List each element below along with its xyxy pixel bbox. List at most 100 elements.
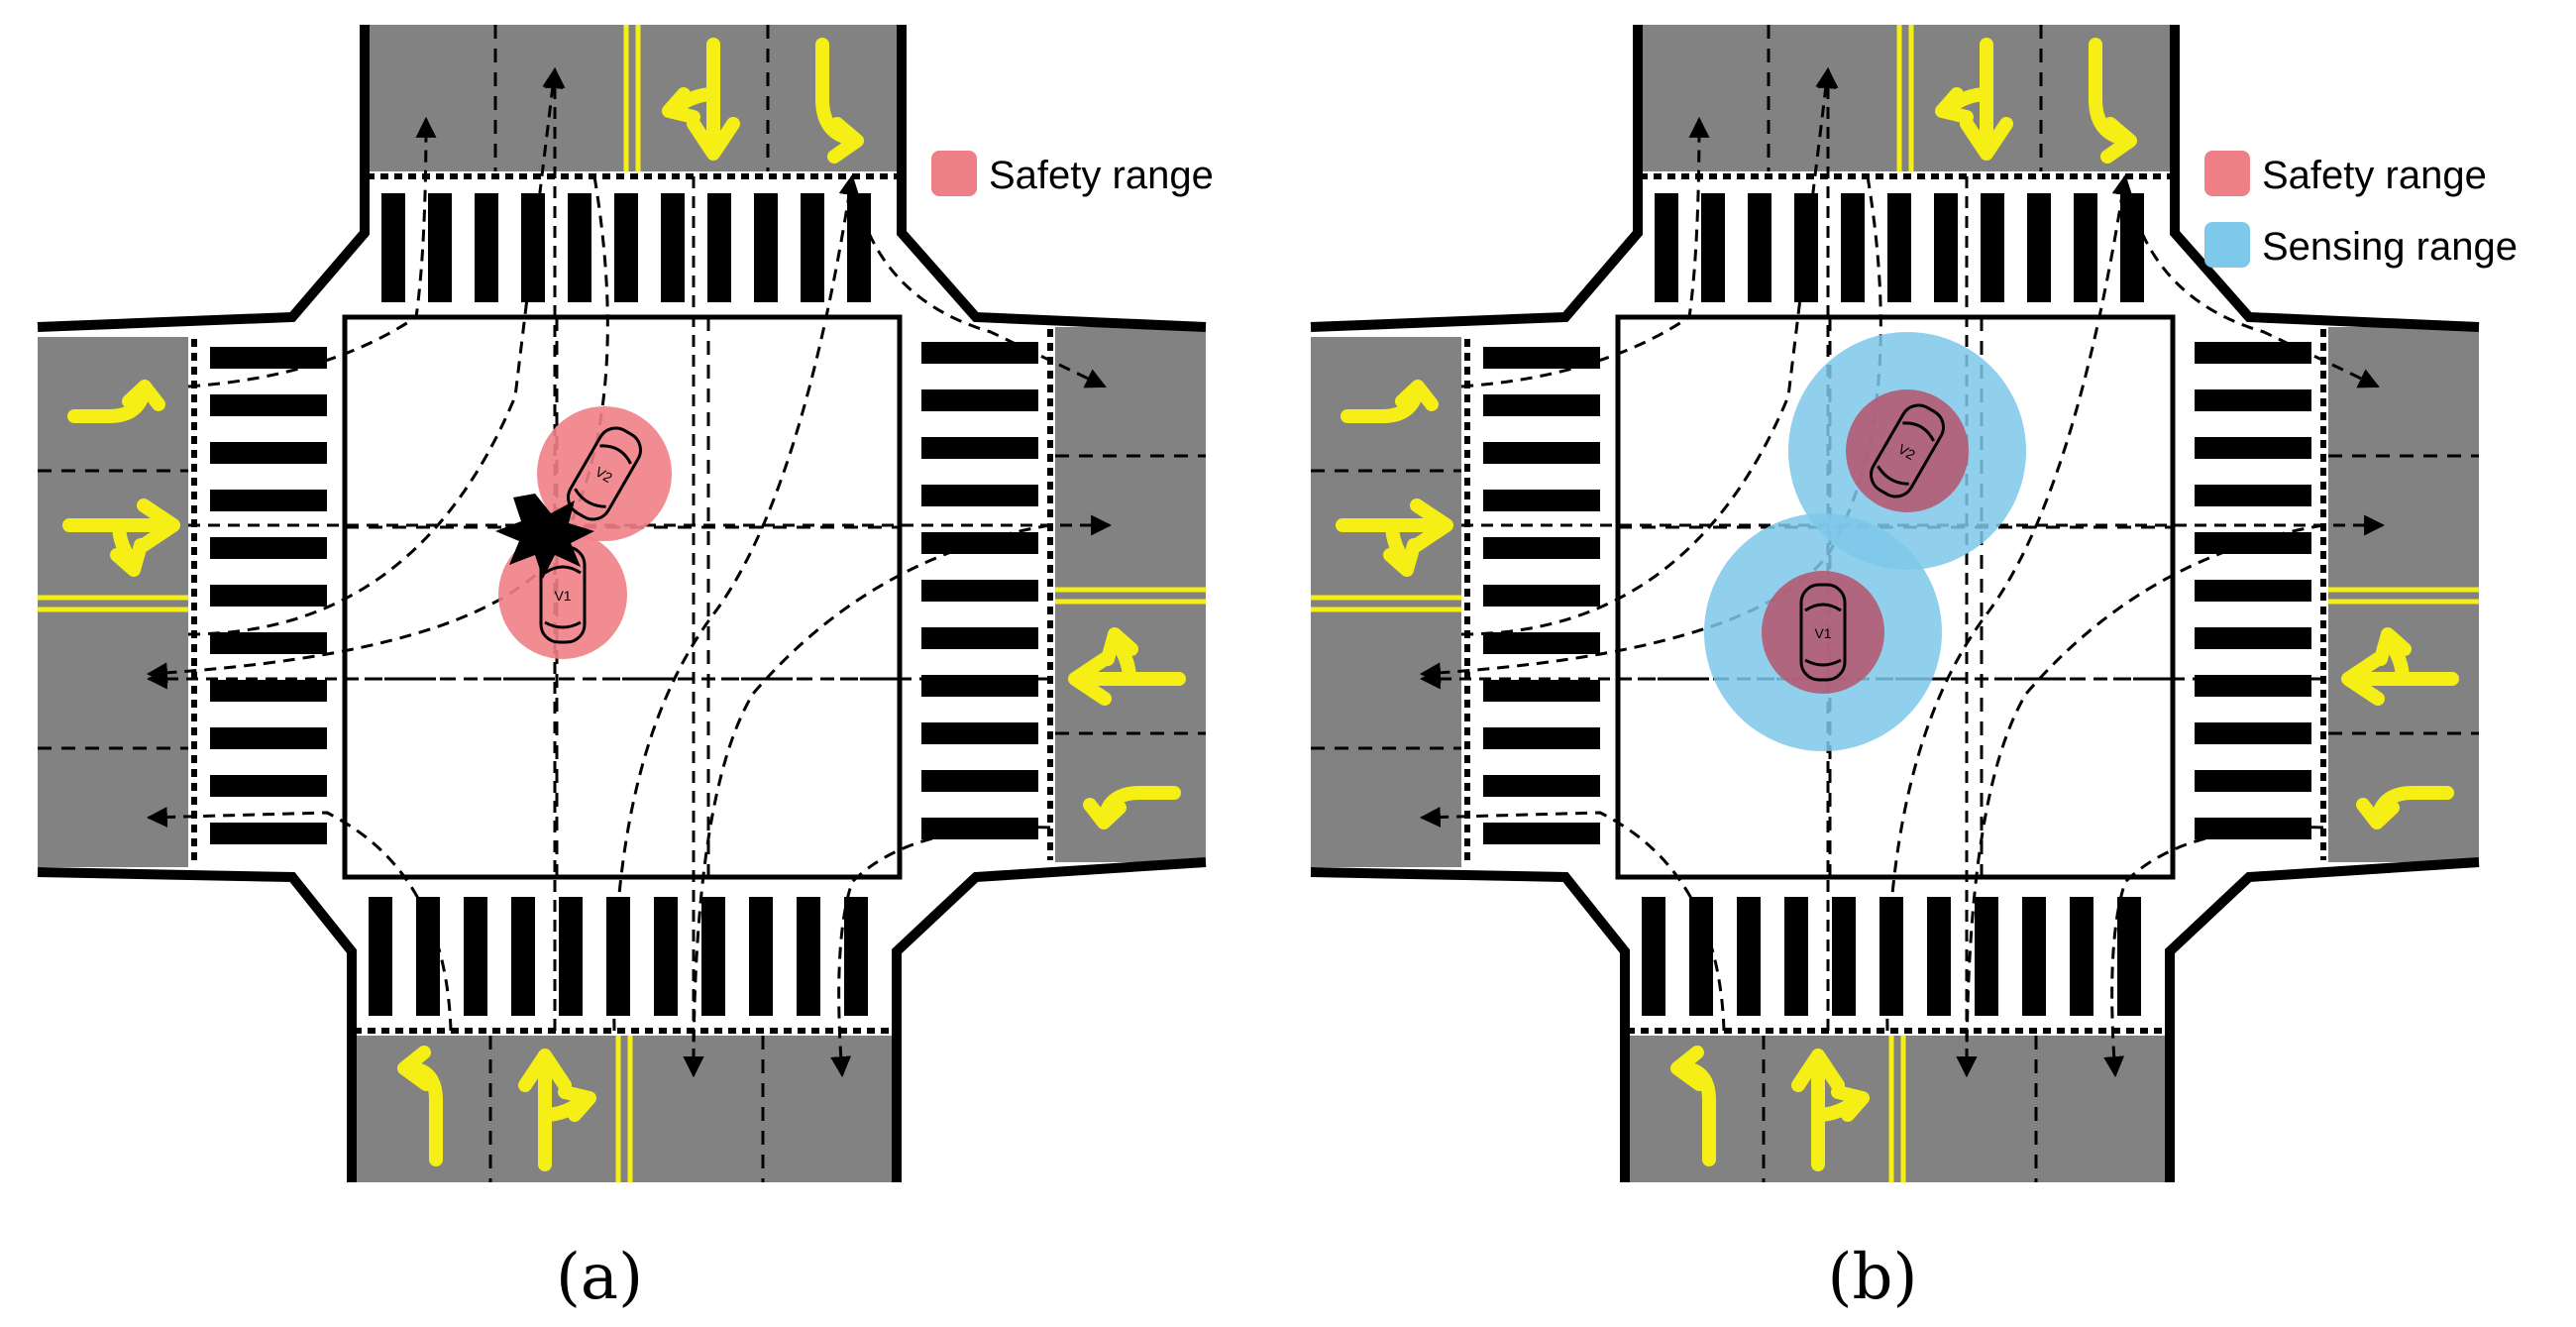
crosswalk-stripe	[921, 532, 1038, 554]
crosswalk-stripe	[2117, 897, 2141, 1016]
trajectory	[187, 66, 564, 636]
crosswalk-stripe	[1483, 775, 1600, 797]
crosswalk-stripe	[1642, 897, 1665, 1016]
trajectory	[1885, 173, 2133, 1032]
arrow-marking	[1336, 498, 1453, 577]
car-body	[1870, 403, 1945, 498]
legend-swatch	[931, 151, 977, 196]
crosswalk-stripe	[797, 897, 820, 1016]
car-label: V1	[1814, 625, 1831, 641]
crosswalk-stripe	[2195, 389, 2311, 411]
car-rear-window	[1804, 658, 1842, 667]
crosswalk-stripe	[568, 193, 591, 302]
trajectory	[1956, 523, 2324, 1078]
crosswalk-stripe	[654, 897, 678, 1016]
crosswalk-stripe	[1483, 632, 1600, 654]
legend-label: Sensing range	[2262, 225, 2518, 269]
crosswalk-stripe	[701, 897, 725, 1016]
trajectory	[187, 116, 437, 388]
car-body	[1799, 583, 1847, 682]
crosswalk-stripe	[2120, 193, 2144, 302]
crosswalk-stripe	[844, 897, 868, 1016]
crosswalk-stripe	[1483, 727, 1600, 749]
arrow-marking	[62, 498, 180, 577]
curb-outline	[37, 25, 1207, 1182]
car-label: V2	[592, 464, 615, 487]
crosswalk-stripe	[2195, 770, 2311, 792]
car-windshield	[544, 565, 582, 575]
crosswalk-stripe	[210, 490, 327, 511]
road-north	[365, 25, 902, 171]
arrow-marking	[2089, 38, 2137, 164]
crosswalk-stripe	[1879, 897, 1903, 1016]
legend-swatch	[2204, 222, 2250, 268]
crosswalk-stripe	[2027, 193, 2051, 302]
crosswalk-stripe	[1887, 193, 1911, 302]
safety-range-v1	[1762, 571, 1884, 694]
crosswalk-stripe	[511, 897, 535, 1016]
crosswalk-stripe	[416, 897, 440, 1016]
road-east	[2328, 327, 2479, 862]
crosswalk-stripe	[559, 897, 583, 1016]
crosswalk-stripe	[661, 193, 685, 302]
safety-range-v2	[1846, 389, 1969, 512]
crosswalk-stripe	[1483, 394, 1600, 416]
crosswalk-stripe	[1784, 897, 1808, 1016]
crosswalk-stripe	[1701, 193, 1725, 302]
panel-label-a: (a)	[556, 1241, 643, 1314]
legend-swatch	[2204, 151, 2250, 196]
crosswalk-stripe	[707, 193, 731, 302]
crosswalk-stripe	[1748, 193, 1771, 302]
arrow-marking	[815, 38, 864, 164]
trajectory	[1460, 66, 1837, 636]
crosswalk-stripe	[428, 193, 452, 302]
crosswalk-stripe	[1975, 897, 1998, 1016]
crosswalk-stripe	[801, 193, 824, 302]
crosswalk-stripe	[921, 389, 1038, 411]
crosswalk-stripe	[1934, 193, 1958, 302]
crosswalk-stripe	[1981, 193, 2004, 302]
arrow-marking	[2356, 786, 2454, 829]
crosswalk-stripe	[1483, 537, 1600, 559]
crosswalk-stripe	[210, 585, 327, 607]
road-east	[1055, 327, 1206, 862]
crosswalk-stripe	[2195, 342, 2311, 364]
arrow-marking	[1791, 1049, 1870, 1171]
road-north	[1638, 25, 2175, 171]
arrow-marking	[518, 1049, 596, 1171]
car-windshield	[1902, 421, 1935, 442]
crosswalk-stripe	[2195, 437, 2311, 459]
arrow-marking	[1083, 786, 1181, 829]
crosswalk-stripe	[2195, 627, 2311, 649]
car-rear-window	[544, 620, 582, 629]
crosswalk-stripe	[2074, 193, 2097, 302]
safety-range-v1	[498, 530, 627, 659]
crosswalk-stripe	[210, 680, 327, 702]
car-rear-window	[1877, 465, 1909, 486]
crosswalk-stripe	[1483, 585, 1600, 607]
trajectory	[850, 175, 1107, 388]
panel-label-b: (b)	[1828, 1241, 1918, 1314]
trajectory	[683, 523, 1051, 1078]
vehicle-v2: V2	[1870, 403, 1945, 498]
crosswalk-stripe	[210, 727, 327, 749]
crosswalk-stripe	[2070, 897, 2093, 1016]
crosswalk-stripe	[1832, 897, 1856, 1016]
trajectory	[1419, 806, 1726, 1032]
vehicle-v2: V2	[567, 426, 642, 521]
crosswalk-stripe	[921, 580, 1038, 602]
crosswalk-stripe	[464, 897, 487, 1016]
crosswalk-stripe	[921, 627, 1038, 649]
arrow-marking	[1935, 38, 2013, 161]
crosswalk-stripe	[2195, 532, 2311, 554]
road-west	[1311, 337, 1461, 867]
crosswalk-stripe	[210, 632, 327, 654]
crosswalk-stripe	[1655, 193, 1678, 302]
crosswalk-stripe	[847, 193, 871, 302]
arrow-marking	[662, 38, 740, 161]
crosswalk-stripe	[749, 897, 773, 1016]
crosswalk-stripe	[921, 437, 1038, 459]
crosswalk-stripe	[1483, 442, 1600, 464]
